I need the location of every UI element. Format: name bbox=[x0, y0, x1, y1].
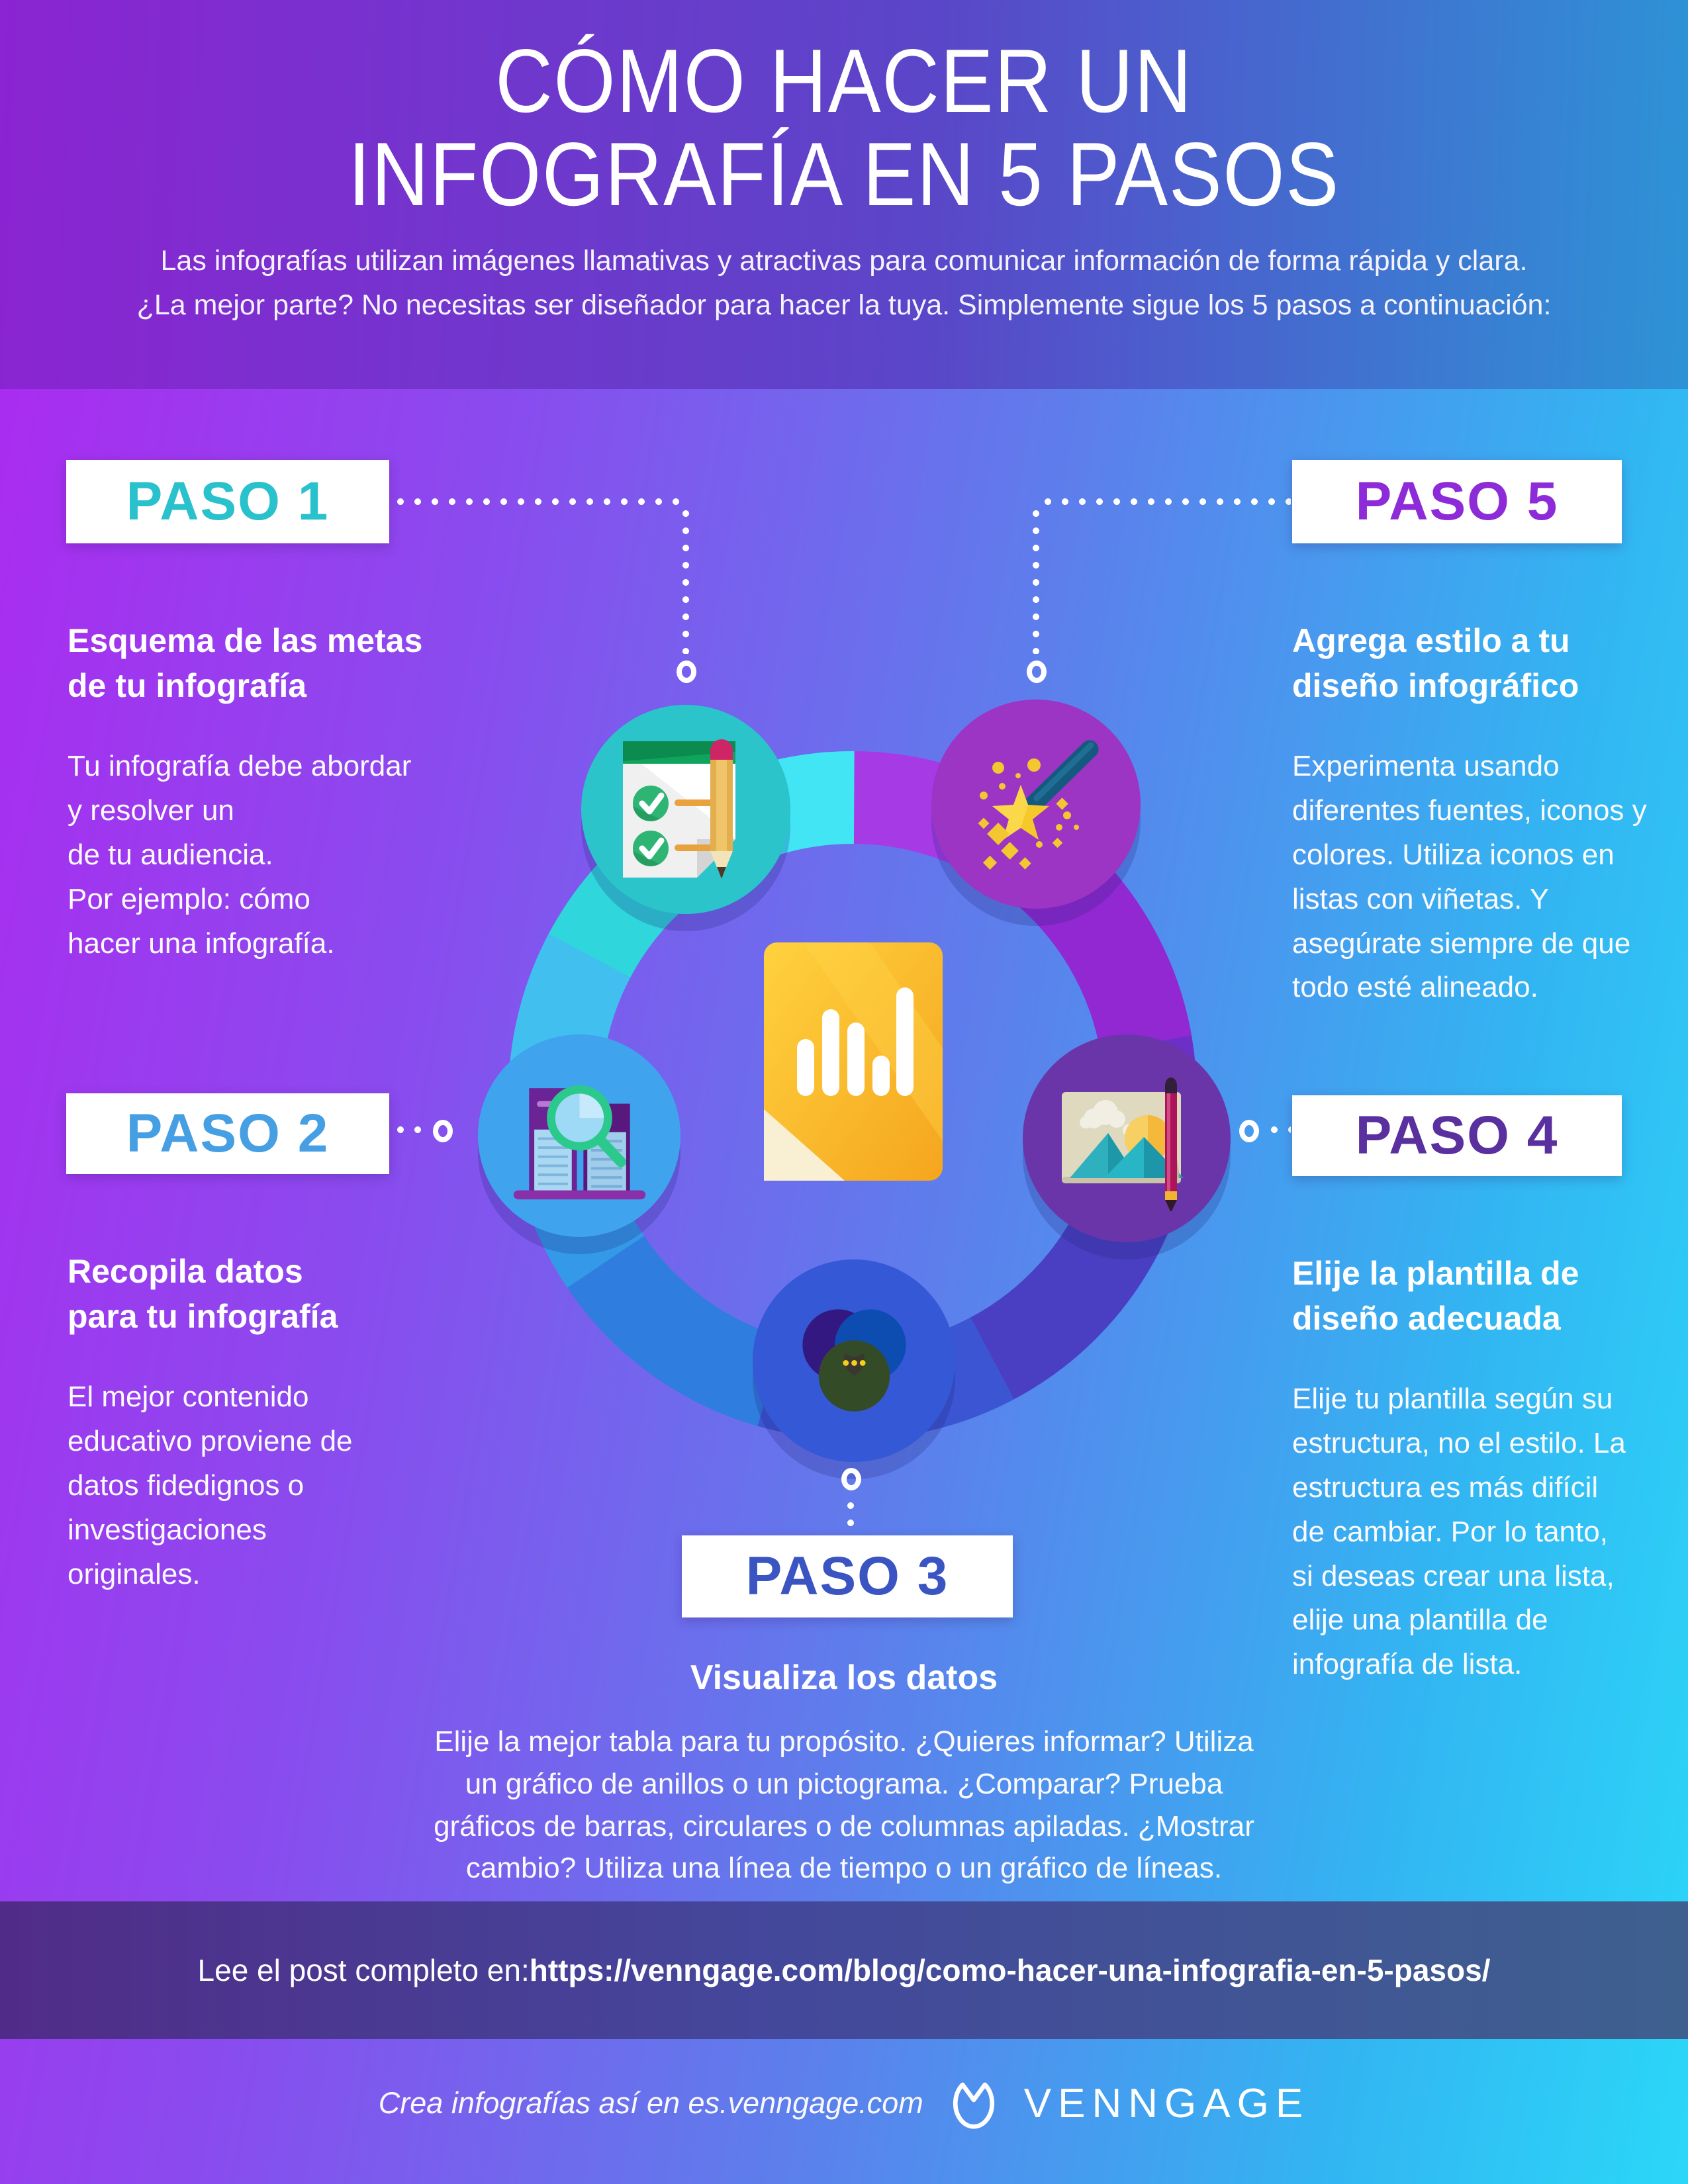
step5-heading: Agrega estilo a tu diseño infográfico bbox=[1292, 622, 1579, 704]
footer-link-bar: Lee el post completo en: https://venngag… bbox=[0, 1901, 1688, 2039]
step2-node-circle bbox=[478, 1034, 680, 1237]
step4-text: Elije la plantilla de diseño adecuada El… bbox=[1292, 1251, 1663, 1687]
checklist-icon bbox=[623, 739, 735, 879]
step1-node-circle bbox=[581, 705, 790, 914]
step5-node-circle bbox=[931, 700, 1141, 909]
venngage-wordmark[interactable]: VENNGAGE bbox=[1023, 2080, 1310, 2126]
venn-diagram-icon bbox=[802, 1308, 906, 1412]
branding-tagline: Crea infografías así en es.venngage.com bbox=[378, 2086, 923, 2120]
step1-text: Esquema de las metas de tu infografía Tu… bbox=[68, 619, 438, 966]
step3-connector-endpoint bbox=[841, 1468, 861, 1490]
step5-label-box: PASO 5 bbox=[1292, 460, 1622, 543]
step5-connector-line bbox=[1033, 505, 1039, 654]
magic-wand-icon bbox=[978, 740, 1099, 870]
step3-connector-line bbox=[847, 1497, 854, 1531]
step2-label-box: PASO 2 bbox=[66, 1093, 389, 1174]
step1-body: Tu infografía debe abordar y resolver un… bbox=[68, 750, 412, 960]
step1-label: PASO 1 bbox=[126, 471, 330, 531]
step5-connector-line bbox=[1039, 498, 1291, 505]
step3-body: Elije la mejor tabla para tu propósito. … bbox=[434, 1725, 1254, 1885]
step2-text: Recopila datos para tu infografía El mej… bbox=[68, 1250, 438, 1596]
image-canvas-pencil-icon bbox=[1062, 1077, 1184, 1211]
footer-link-url[interactable]: https://venngage.com/blog/como-hacer-una… bbox=[529, 1953, 1491, 1987]
step5-text: Agrega estilo a tu diseño infográfico Ex… bbox=[1292, 619, 1663, 1010]
step4-label: PASO 4 bbox=[1355, 1105, 1559, 1165]
step2-connector-line bbox=[392, 1126, 430, 1133]
step2-heading: Recopila datos para tu infografía bbox=[68, 1253, 338, 1335]
step4-label-box: PASO 4 bbox=[1292, 1095, 1622, 1176]
footer-link-prefix: Lee el post completo en: bbox=[197, 1953, 530, 1987]
step1-connector-line bbox=[392, 498, 680, 505]
step1-connector-endpoint bbox=[677, 660, 696, 683]
step4-connector-endpoint bbox=[1239, 1120, 1259, 1142]
step3-label-box: PASO 3 bbox=[682, 1535, 1013, 1617]
step1-label-box: PASO 1 bbox=[66, 460, 389, 543]
step4-node-circle bbox=[1023, 1034, 1231, 1242]
step2-connector-endpoint bbox=[433, 1120, 453, 1142]
step4-connector-line bbox=[1266, 1126, 1291, 1133]
step5-body: Experimenta usando diferentes fuentes, i… bbox=[1292, 750, 1647, 1004]
venngage-pie-logo-icon[interactable] bbox=[946, 2068, 1002, 2138]
step3-label: PASO 3 bbox=[745, 1546, 949, 1606]
step2-body: El mejor contenido educativo proviene de… bbox=[68, 1381, 353, 1590]
research-books-magnifier-icon bbox=[513, 1085, 645, 1199]
step2-label: PASO 2 bbox=[126, 1103, 330, 1163]
step4-body: Elije tu plantilla según su estructura, … bbox=[1292, 1383, 1626, 1681]
bar-chart-document-icon bbox=[764, 942, 943, 1181]
branding-row: Crea infografías así en es.venngage.com … bbox=[0, 2050, 1688, 2156]
step5-label: PASO 5 bbox=[1355, 471, 1559, 531]
step1-connector-line bbox=[682, 505, 689, 654]
page-subtitle: Las infografías utilizan imágenes llamat… bbox=[136, 244, 1552, 321]
step3-node-circle bbox=[753, 1259, 955, 1462]
step3-heading: Visualiza los datos bbox=[690, 1659, 998, 1697]
step1-heading: Esquema de las metas de tu infografía bbox=[68, 622, 423, 704]
step4-heading: Elije la plantilla de diseño adecuada bbox=[1292, 1255, 1579, 1337]
step5-connector-endpoint bbox=[1027, 660, 1047, 683]
